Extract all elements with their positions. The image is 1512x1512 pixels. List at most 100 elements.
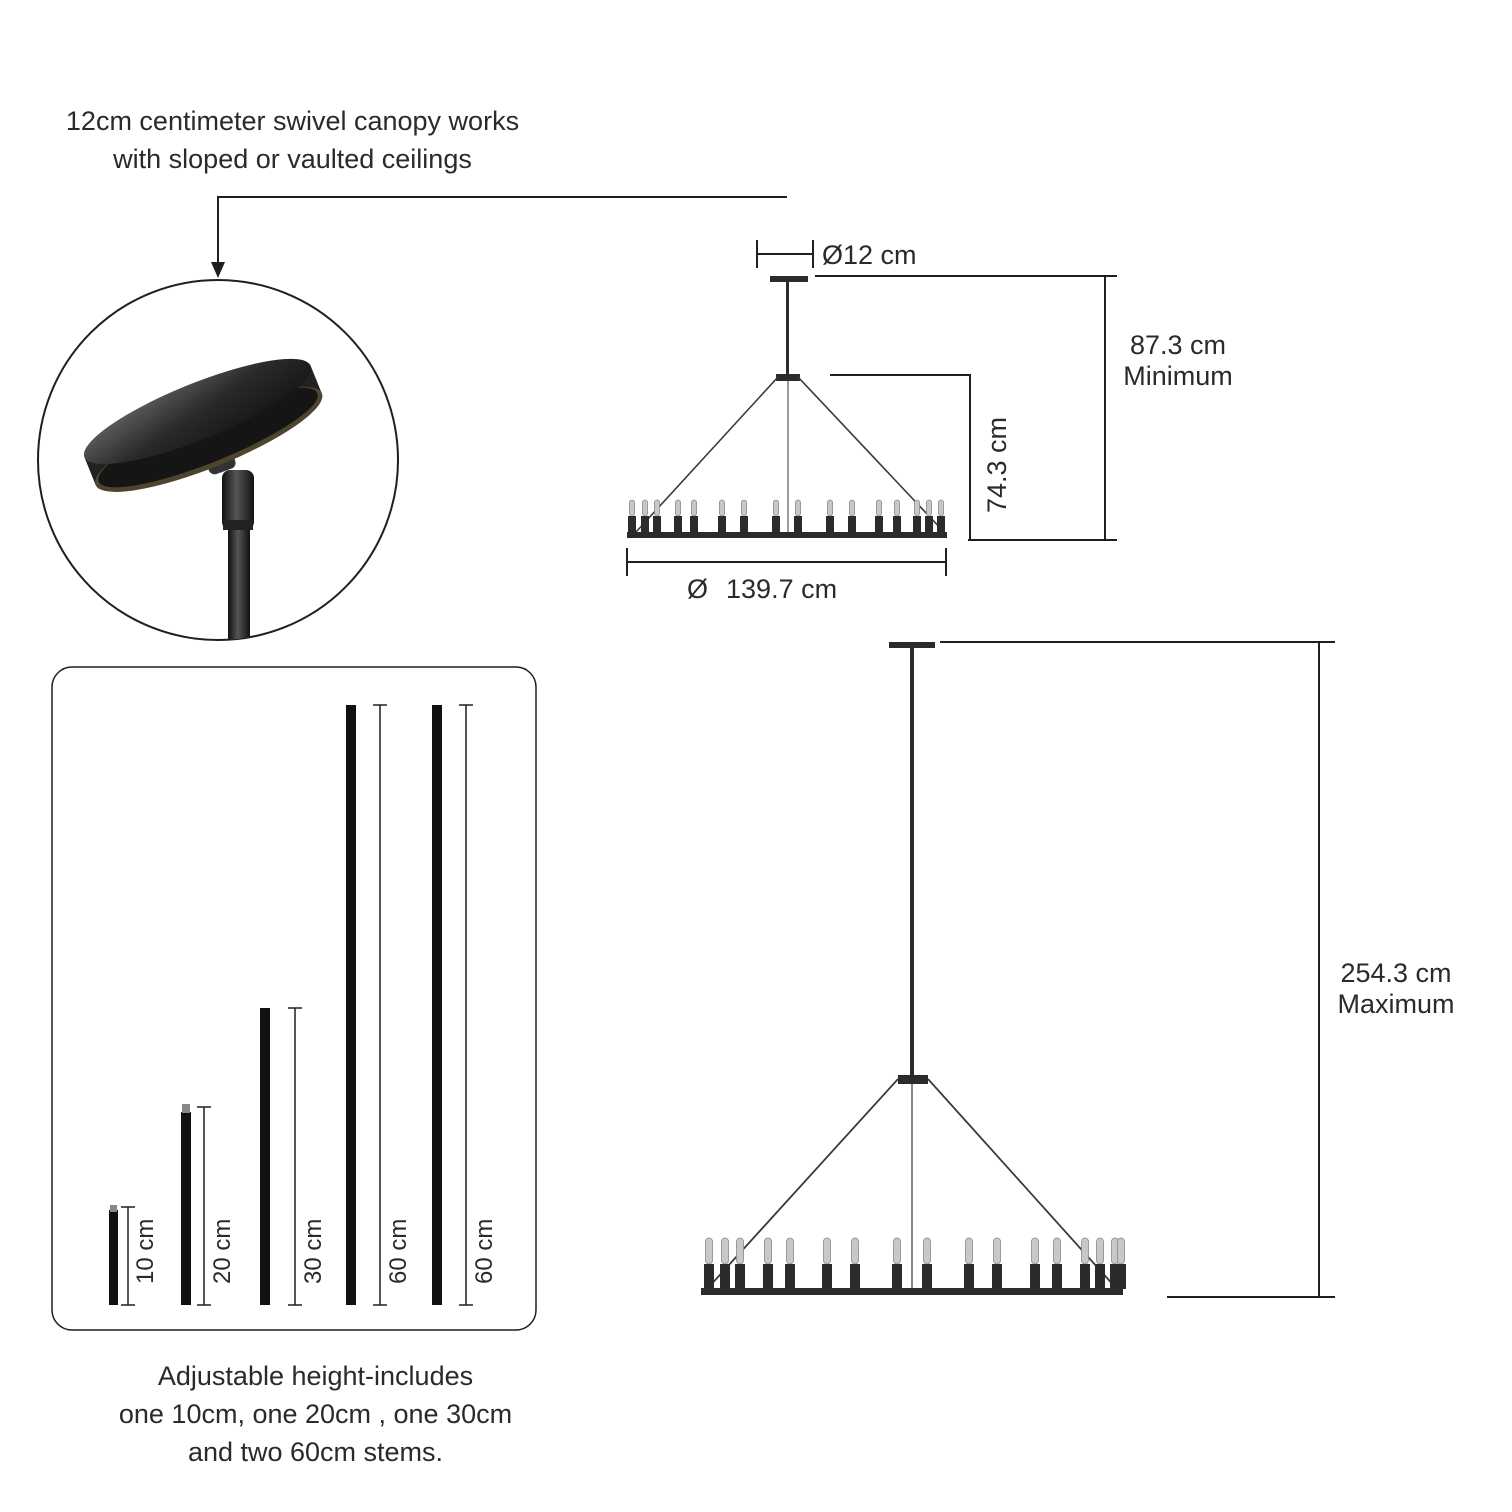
candle-socket <box>850 1264 860 1289</box>
canopy-diameter-label: Ø12 cm <box>822 236 917 274</box>
stem-label-20: 20 cm <box>209 1218 236 1284</box>
ring-diameter-symbol: Ø <box>687 574 709 604</box>
bulb <box>721 1237 729 1265</box>
bulb <box>894 499 900 517</box>
ring-diameter-label: Ø 139.7 cm <box>687 570 837 608</box>
candle-socket <box>718 516 726 533</box>
candle-socket <box>1116 1264 1126 1289</box>
candle-socket <box>690 516 698 533</box>
bulb <box>876 499 882 517</box>
canopy-detail-circle <box>37 279 399 641</box>
stem-10cm <box>109 1210 118 1305</box>
bulb <box>675 499 681 517</box>
candle-socket <box>785 1264 795 1289</box>
bulb <box>629 499 635 517</box>
candle-socket <box>848 516 856 533</box>
stem-30cm <box>260 1008 270 1305</box>
candle-socket <box>937 516 945 533</box>
maximum-caption: Maximum <box>1337 989 1455 1019</box>
candle-socket <box>893 516 901 533</box>
canopy-note: 12cm centimeter swivel canopy works with… <box>40 102 545 178</box>
candle-socket <box>892 1264 902 1289</box>
minimum-value: 87.3 cm <box>1129 330 1227 360</box>
candle-socket <box>1030 1264 1040 1289</box>
canopy-note-line2: with sloped or vaulted ceilings <box>113 144 472 174</box>
bulb <box>923 1237 931 1265</box>
stem-label-60a: 60 cm <box>385 1218 412 1284</box>
candle-socket <box>992 1264 1002 1289</box>
candle-socket <box>641 516 649 533</box>
chandelier-maximum <box>701 641 1335 1298</box>
stem-60cm-b <box>432 705 442 1305</box>
stem-60cm-a <box>346 705 356 1305</box>
bulb <box>893 1237 901 1265</box>
bulb <box>938 499 944 517</box>
stem-label-60b: 60 cm <box>471 1218 498 1284</box>
bulb <box>773 499 779 517</box>
bulb <box>691 499 697 517</box>
bulb <box>705 1237 713 1265</box>
bulb <box>719 499 725 517</box>
maximum-value: 254.3 cm <box>1340 958 1452 988</box>
candle-socket <box>740 516 748 533</box>
minimum-height-label: 87.3 cm Minimum <box>1108 330 1248 392</box>
bulb <box>823 1237 831 1265</box>
candle-socket <box>1080 1264 1090 1289</box>
body-height-label: 74.3 cm <box>982 416 1012 513</box>
canopy-note-line1: 12cm centimeter swivel canopy works <box>65 106 520 136</box>
bulb <box>1031 1237 1039 1265</box>
candle-socket <box>628 516 636 533</box>
bulb <box>1117 1237 1125 1265</box>
ring-diameter-value: 139.7 cm <box>726 574 838 604</box>
candle-socket <box>925 516 933 533</box>
bulb <box>795 499 801 517</box>
candle-socket <box>913 516 921 533</box>
stem-label-10: 10 cm <box>132 1218 159 1284</box>
bulb <box>965 1237 973 1265</box>
candle-socket <box>875 516 883 533</box>
candle-socket <box>822 1264 832 1289</box>
callout-leader <box>211 196 787 278</box>
candle-socket <box>763 1264 773 1289</box>
candle-socket <box>735 1264 745 1289</box>
minimum-caption: Minimum <box>1123 361 1233 391</box>
stems-note-line1: Adjustable height-includes <box>157 1361 474 1391</box>
candle-socket <box>674 516 682 533</box>
diameter-symbol: Ø <box>822 240 844 270</box>
stems-note-line2: one 10cm, one 20cm , one 30cm <box>118 1399 513 1429</box>
candle-socket <box>772 516 780 533</box>
stems-panel <box>51 666 537 1331</box>
candle-socket <box>1052 1264 1062 1289</box>
stem-20cm <box>181 1112 191 1305</box>
bulb <box>1053 1237 1061 1265</box>
bulb <box>741 499 747 517</box>
bulb <box>736 1237 744 1265</box>
candle-socket <box>1110 1264 1120 1289</box>
maximum-height-label: 254.3 cm Maximum <box>1325 958 1467 1020</box>
candle-socket <box>922 1264 932 1289</box>
candle-socket <box>653 516 661 533</box>
stems-note: Adjustable height-includes one 10cm, one… <box>68 1357 563 1471</box>
bulb <box>926 499 932 517</box>
bulb <box>993 1237 1001 1265</box>
chandelier-minimum <box>626 240 1117 576</box>
bulb <box>654 499 660 517</box>
stem-label-30: 30 cm <box>300 1218 327 1284</box>
candle-socket <box>826 516 834 533</box>
bulb <box>914 499 920 517</box>
bulb <box>786 1237 794 1265</box>
bulb <box>1096 1237 1104 1265</box>
stems-drawing <box>109 704 473 1306</box>
bulb <box>1081 1237 1089 1265</box>
candle-socket <box>720 1264 730 1289</box>
stems-note-line3: and two 60cm stems. <box>187 1437 444 1467</box>
candle-socket <box>794 516 802 533</box>
canopy-diameter-value: 12 cm <box>843 240 917 270</box>
candle-socket <box>704 1264 714 1289</box>
bulb <box>851 1237 859 1265</box>
bulb <box>764 1237 772 1265</box>
bulb <box>827 499 833 517</box>
candle-socket <box>1095 1264 1105 1289</box>
bulb <box>849 499 855 517</box>
bulb <box>642 499 648 517</box>
